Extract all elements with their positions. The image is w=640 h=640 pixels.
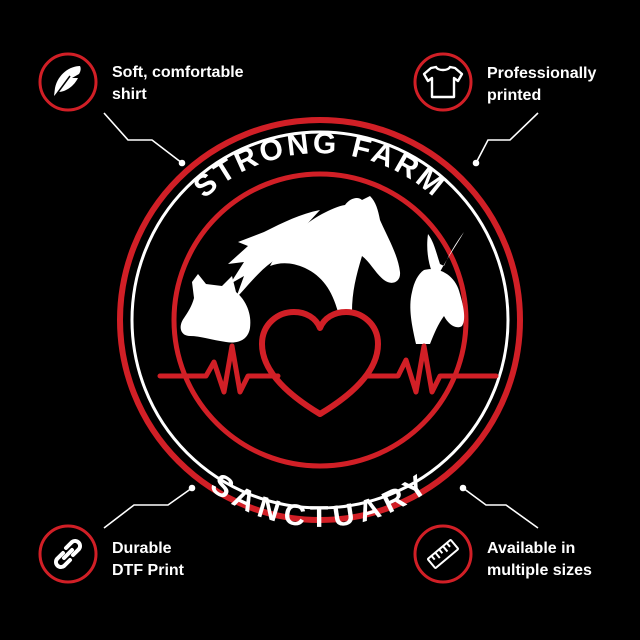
feature-multiple-sizes: Available in multiple sizes bbox=[487, 538, 637, 582]
feather-icon bbox=[52, 66, 81, 100]
feature-icon-circle-ruler bbox=[413, 524, 473, 584]
badge-white-ring bbox=[130, 130, 510, 510]
badge-top-text: STRONG FARM bbox=[188, 127, 453, 204]
connector-dot-bottom-left bbox=[188, 484, 196, 492]
connector-line-top-right bbox=[475, 112, 539, 164]
heartbeat-line bbox=[157, 343, 499, 395]
horse-head-illustration bbox=[228, 196, 401, 312]
connector-dot-top-right bbox=[472, 159, 480, 167]
connector-line-top-left bbox=[103, 112, 183, 164]
badge-outer-ring bbox=[117, 117, 523, 523]
feature-icon-circle-feather bbox=[38, 52, 98, 112]
heart-icon bbox=[259, 309, 381, 417]
feature-line: Soft, comfortable bbox=[112, 64, 244, 81]
tshirt-icon bbox=[422, 65, 464, 99]
feature-line: shirt bbox=[112, 86, 147, 103]
feature-line: DTF Print bbox=[112, 562, 184, 579]
feature-line: Durable bbox=[112, 540, 172, 557]
pig-illustration bbox=[180, 274, 251, 343]
connector-dot-top-left bbox=[178, 159, 186, 167]
feature-durable-print: Durable DTF Print bbox=[112, 538, 262, 582]
badge-inner-ring bbox=[171, 171, 469, 469]
ruler-icon bbox=[427, 539, 459, 569]
connector-dot-bottom-right bbox=[459, 484, 467, 492]
donkey-illustration bbox=[410, 232, 465, 344]
feature-line: Available in bbox=[487, 540, 576, 557]
feature-professionally-printed: Professionally printed bbox=[487, 63, 637, 107]
feature-icon-circle-chain bbox=[38, 524, 98, 584]
badge-bottom-text: SANCTUARY bbox=[205, 467, 436, 533]
connector-line-bottom-left bbox=[103, 487, 193, 529]
feature-soft-shirt: Soft, comfortable shirt bbox=[112, 62, 262, 106]
connector-line-bottom-right bbox=[462, 487, 539, 529]
feature-line: printed bbox=[487, 87, 542, 104]
feature-line: Professionally bbox=[487, 65, 597, 82]
sanctuary-logo-badge: STRONG FARM SANCTUARY bbox=[117, 117, 523, 534]
feature-icon-circle-tshirt bbox=[413, 52, 473, 112]
feature-line: multiple sizes bbox=[487, 562, 592, 579]
chain-link-icon bbox=[54, 539, 82, 569]
connector-lines bbox=[103, 112, 539, 529]
